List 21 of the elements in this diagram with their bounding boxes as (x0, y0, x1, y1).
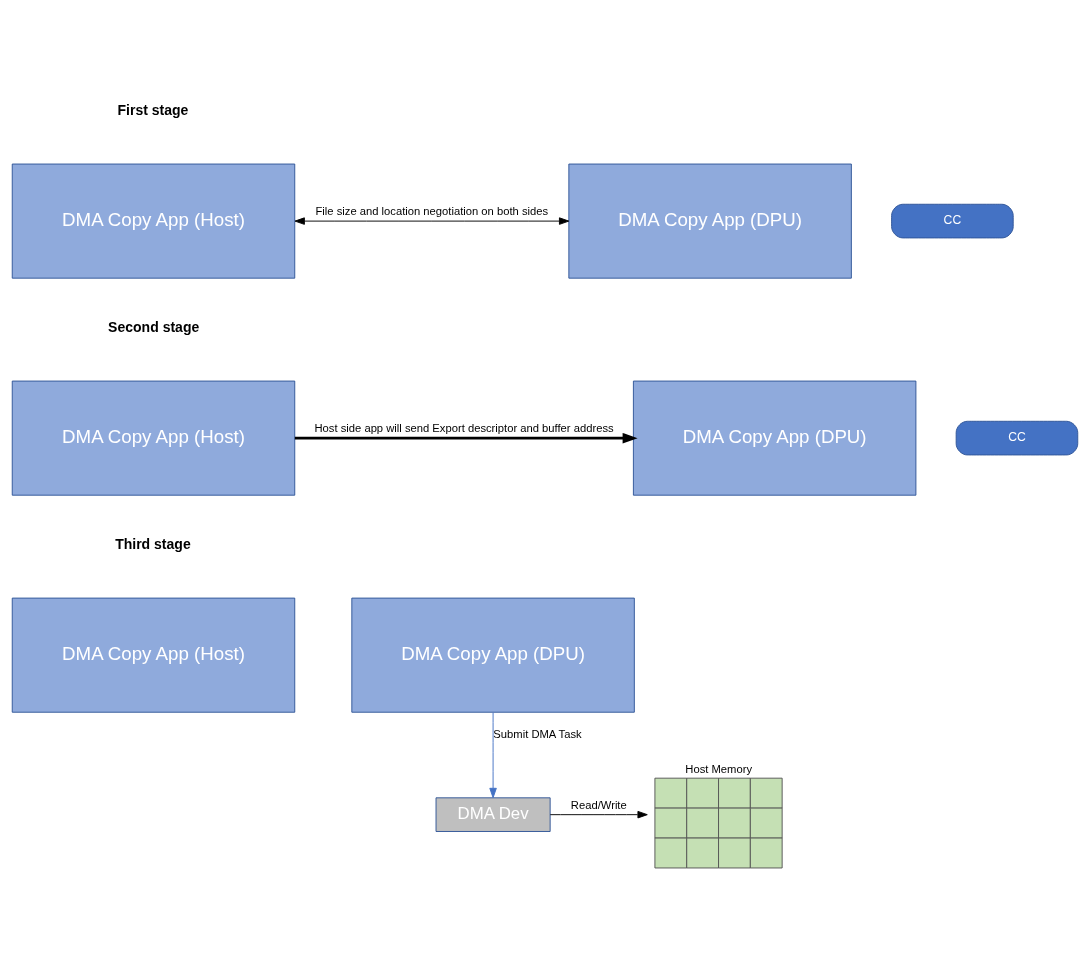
arrow (294, 217, 570, 225)
node-box: DMA Copy App (Host) (11, 597, 296, 713)
node-box: DMA Copy App (DPU) (568, 163, 852, 279)
edge-label: File size and location negotiation on both sides (315, 205, 549, 218)
arrow (489, 712, 497, 799)
node-box: DMA Copy App (DPU) (351, 597, 635, 713)
edge-label: Host side app will send Export descriptor and buffer address (314, 422, 614, 435)
node-box: CC (891, 203, 1014, 239)
label: First stage (117, 101, 189, 118)
node-box: DMA Dev (435, 797, 551, 832)
label: Third stage (115, 535, 191, 552)
arrow (294, 432, 638, 444)
arrow (549, 810, 648, 819)
node-box: CC (955, 420, 1079, 456)
node-label: Host Memory (685, 763, 753, 776)
edge-label: Submit DMA Task (493, 728, 582, 741)
node-box: DMA Copy App (Host) (11, 163, 296, 279)
node-box: DMA Copy App (DPU) (632, 380, 917, 496)
node-box: DMA Copy App (Host) (11, 380, 296, 496)
label: Second stage (108, 318, 200, 335)
edge-label: Read/Write (570, 798, 627, 811)
